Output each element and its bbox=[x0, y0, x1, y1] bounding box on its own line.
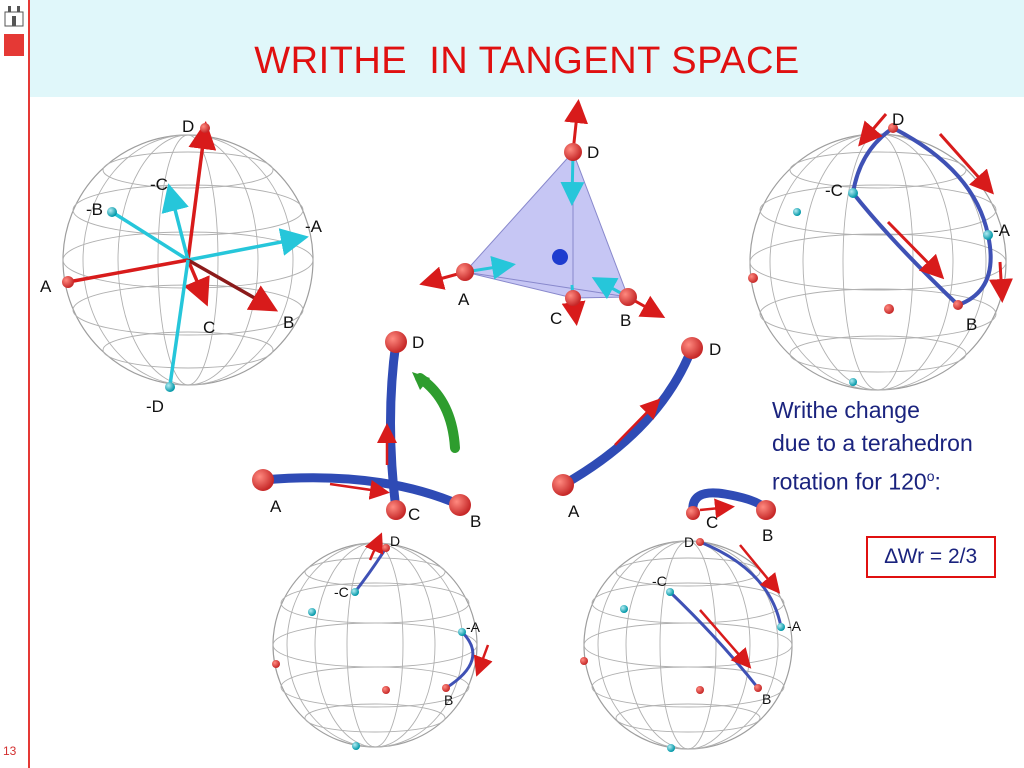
label-s2-negA: -A bbox=[993, 221, 1011, 240]
label-tet-A: A bbox=[458, 290, 470, 309]
label-tet-B: B bbox=[620, 311, 631, 330]
label-mid2-A: A bbox=[568, 502, 580, 521]
sphere-path-top-right: D -C -A B bbox=[748, 110, 1013, 391]
university-logo bbox=[4, 6, 24, 27]
slide-number: 13 bbox=[3, 744, 17, 758]
label-s3-negC: -C bbox=[334, 584, 349, 600]
label-s1-A: A bbox=[40, 277, 52, 296]
label-s4-B: B bbox=[762, 691, 771, 707]
label-s4-negC: -C bbox=[652, 573, 667, 589]
label-s2-B: B bbox=[966, 315, 977, 334]
sphere-vectors: D -C -B -A A C B -D bbox=[40, 117, 323, 416]
slide-title: WRITHE IN TANGENT SPACE bbox=[254, 40, 800, 82]
label-s3-negA: -A bbox=[466, 619, 481, 635]
label-s1-negB: -B bbox=[86, 200, 103, 219]
left-border-rule bbox=[28, 0, 30, 768]
note-line-3-colon: : bbox=[934, 468, 941, 495]
label-tet-C: C bbox=[550, 309, 562, 328]
label-s1-C: C bbox=[203, 318, 215, 337]
label-mid1-D: D bbox=[412, 333, 424, 352]
label-s1-negD: -D bbox=[146, 397, 164, 416]
note-line-3: rotation for 120o: bbox=[772, 460, 973, 499]
label-s4-negA: -A bbox=[787, 618, 802, 634]
label-tet-D: D bbox=[587, 143, 599, 162]
label-s1-B: B bbox=[283, 313, 294, 332]
tube-configuration-left: D A C B bbox=[252, 331, 481, 531]
sphere-path-bottom-right: D -C -A B bbox=[580, 534, 802, 752]
label-s2-D: D bbox=[892, 110, 904, 129]
label-s3-B: B bbox=[444, 692, 453, 708]
label-s1-negC: -C bbox=[150, 175, 168, 194]
tube-configuration-right: D A C B bbox=[552, 337, 776, 545]
tetrahedron: D A C B bbox=[419, 99, 666, 330]
label-s2-negC: -C bbox=[825, 181, 843, 200]
label-s3-D: D bbox=[390, 533, 400, 549]
label-mid2-D: D bbox=[709, 340, 721, 359]
note-line-2: due to a terahedron bbox=[772, 430, 973, 456]
label-s1-D: D bbox=[182, 117, 194, 136]
writhe-change-note: Writhe change due to a terahedron rotati… bbox=[772, 394, 973, 499]
label-s1-negA: -A bbox=[305, 217, 323, 236]
label-mid2-B: B bbox=[762, 526, 773, 545]
label-mid1-B: B bbox=[470, 512, 481, 531]
label-mid1-A: A bbox=[270, 497, 282, 516]
header-band bbox=[30, 0, 1024, 97]
left-strip bbox=[0, 0, 28, 768]
note-line-3-text: rotation for 120 bbox=[772, 468, 927, 495]
degree-superscript: o bbox=[926, 468, 935, 484]
note-line-1: Writhe change bbox=[772, 397, 920, 423]
label-mid2-C: C bbox=[706, 513, 718, 532]
label-mid1-C: C bbox=[408, 505, 420, 524]
delta-writhe-box: ∆Wr = 2/3 bbox=[866, 536, 996, 578]
sphere-path-bottom-left: D -C -A B bbox=[272, 532, 493, 750]
label-s4-D: D bbox=[684, 534, 694, 550]
red-marker-block bbox=[4, 34, 24, 56]
